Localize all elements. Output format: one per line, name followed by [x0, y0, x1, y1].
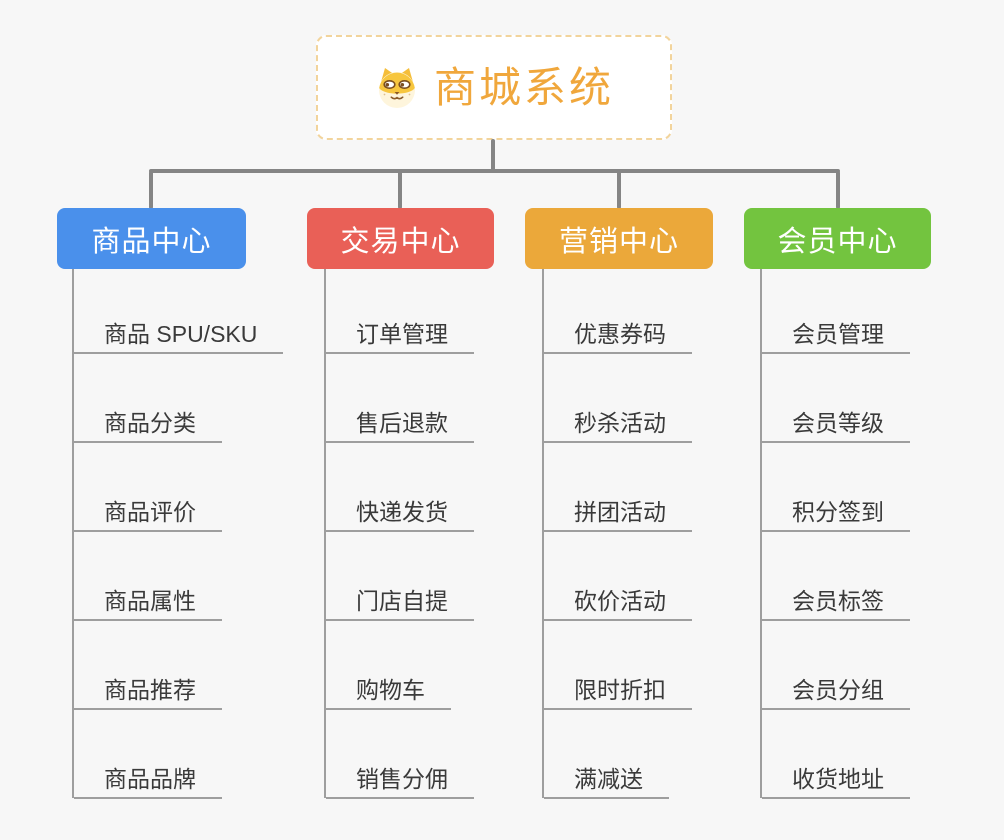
mindmap-node[interactable]: 购物车 [326, 674, 451, 710]
mindmap-node[interactable]: 收货地址 [762, 763, 910, 799]
mindmap-node[interactable]: 拼团活动 [544, 496, 692, 532]
connector-drop-member [836, 171, 840, 209]
mindmap-node[interactable]: 售后退款 [326, 407, 474, 443]
mindmap-node[interactable]: 满减送 [544, 763, 669, 799]
mindmap-node[interactable]: 会员等级 [762, 407, 910, 443]
connector-drop-trade [398, 171, 402, 209]
mindmap-node[interactable]: 优惠券码 [544, 318, 692, 354]
mindmap-node[interactable]: 商品品牌 [74, 763, 222, 799]
shiba-dog-icon [378, 67, 415, 108]
connector-horizontal-bar [149, 169, 840, 173]
root-node[interactable]: 商城系统 [316, 35, 672, 140]
branch-column-trade: 订单管理 售后退款 快递发货 门店自提 购物车 销售分佣 [324, 269, 474, 799]
mindmap-node[interactable]: 快递发货 [326, 496, 474, 532]
mindmap-node[interactable]: 商品分类 [74, 407, 222, 443]
mindmap-node[interactable]: 商品属性 [74, 585, 222, 621]
mindmap-node[interactable]: 砍价活动 [544, 585, 692, 621]
mindmap-node[interactable]: 会员标签 [762, 585, 910, 621]
mindmap-node[interactable]: 门店自提 [326, 585, 474, 621]
mindmap-node[interactable]: 商品推荐 [74, 674, 222, 710]
root-title: 商城系统 [433, 63, 614, 111]
branch-header-marketing-center[interactable]: 营销中心 [525, 208, 713, 269]
mindmap-node[interactable]: 积分签到 [762, 496, 910, 532]
branch-column-product: 商品 SPU/SKU 商品分类 商品评价 商品属性 商品推荐 商品品牌 [72, 269, 284, 799]
branch-header-trade-center[interactable]: 交易中心 [307, 208, 494, 269]
connector-root-stem [491, 139, 495, 173]
mindmap-node[interactable]: 限时折扣 [544, 674, 692, 710]
mindmap-node[interactable]: 商品评价 [74, 496, 222, 532]
mindmap-node[interactable]: 商品 SPU/SKU [74, 318, 284, 354]
connector-drop-marketing [617, 171, 621, 209]
mindmap-node[interactable]: 会员分组 [762, 674, 910, 710]
branch-column-member: 会员管理 会员等级 积分签到 会员标签 会员分组 收货地址 [760, 269, 910, 799]
mindmap-node[interactable]: 订单管理 [326, 318, 474, 354]
branch-header-product-center[interactable]: 商品中心 [57, 208, 246, 269]
branch-header-member-center[interactable]: 会员中心 [744, 208, 931, 269]
mindmap-node[interactable]: 销售分佣 [326, 763, 474, 799]
mindmap-node[interactable]: 秒杀活动 [544, 407, 692, 443]
branch-column-marketing: 优惠券码 秒杀活动 拼团活动 砍价活动 限时折扣 满减送 [542, 269, 692, 799]
mindmap-node[interactable]: 会员管理 [762, 318, 910, 354]
connector-drop-product [149, 171, 153, 209]
